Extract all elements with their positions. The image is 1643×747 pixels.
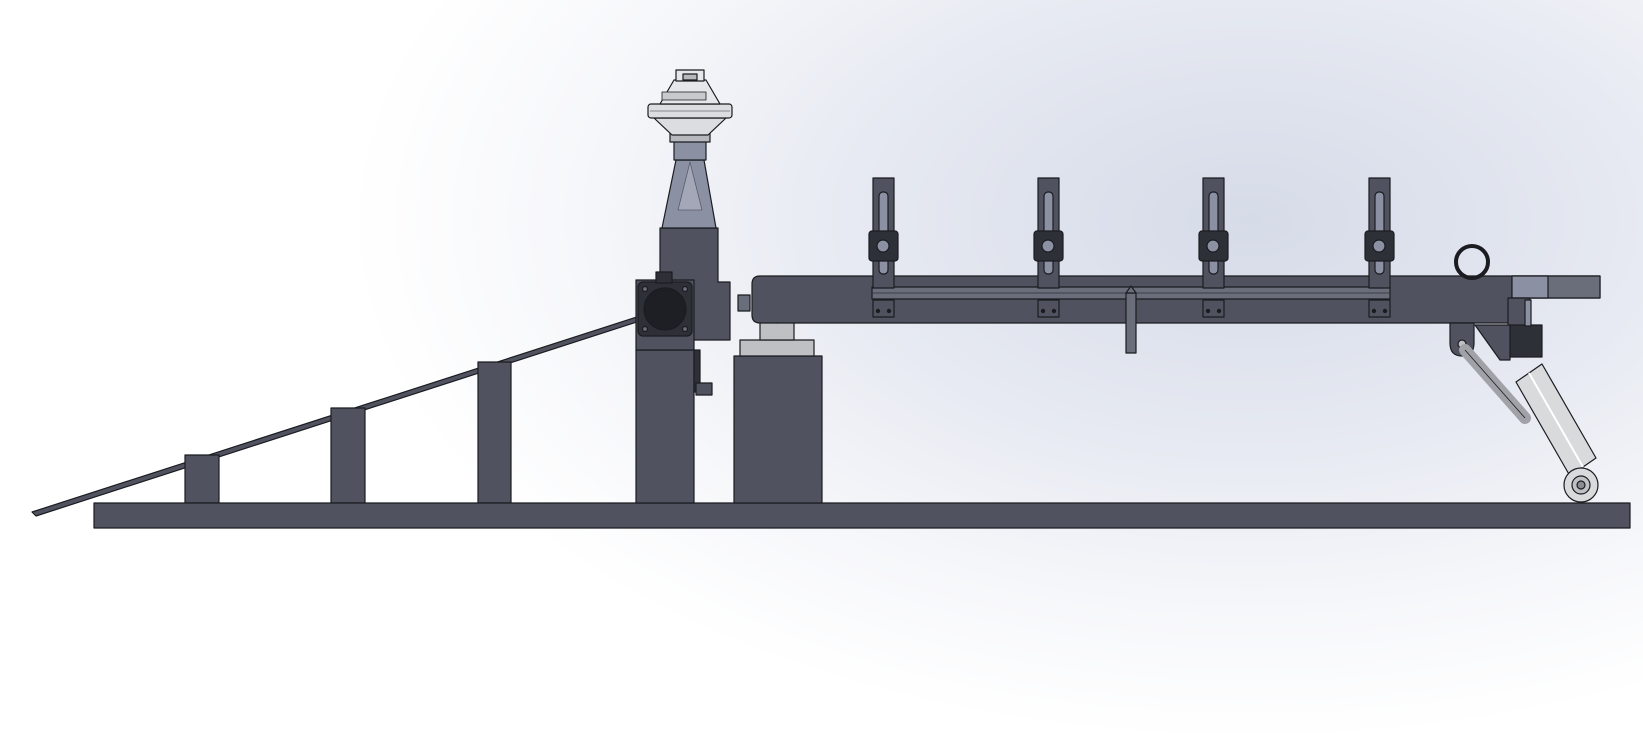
inclined-ramp [31,315,641,517]
drive-motor [637,271,693,337]
nozzle-assembly [1198,177,1229,318]
ramp-support-leg [477,361,512,504]
ramp-support-leg [330,407,366,504]
nozzle-assembly [1364,177,1395,318]
pivot-pedestal [733,294,823,504]
tilt-cylinder [1449,297,1599,503]
nozzle-assembly [868,177,899,318]
ramp-support-leg [184,454,220,504]
lifting-eye [1454,244,1490,280]
center-rod [1125,292,1137,354]
base-rail [93,502,1631,529]
exhaust-fan [647,69,733,143]
nozzle-assembly [1033,177,1064,318]
